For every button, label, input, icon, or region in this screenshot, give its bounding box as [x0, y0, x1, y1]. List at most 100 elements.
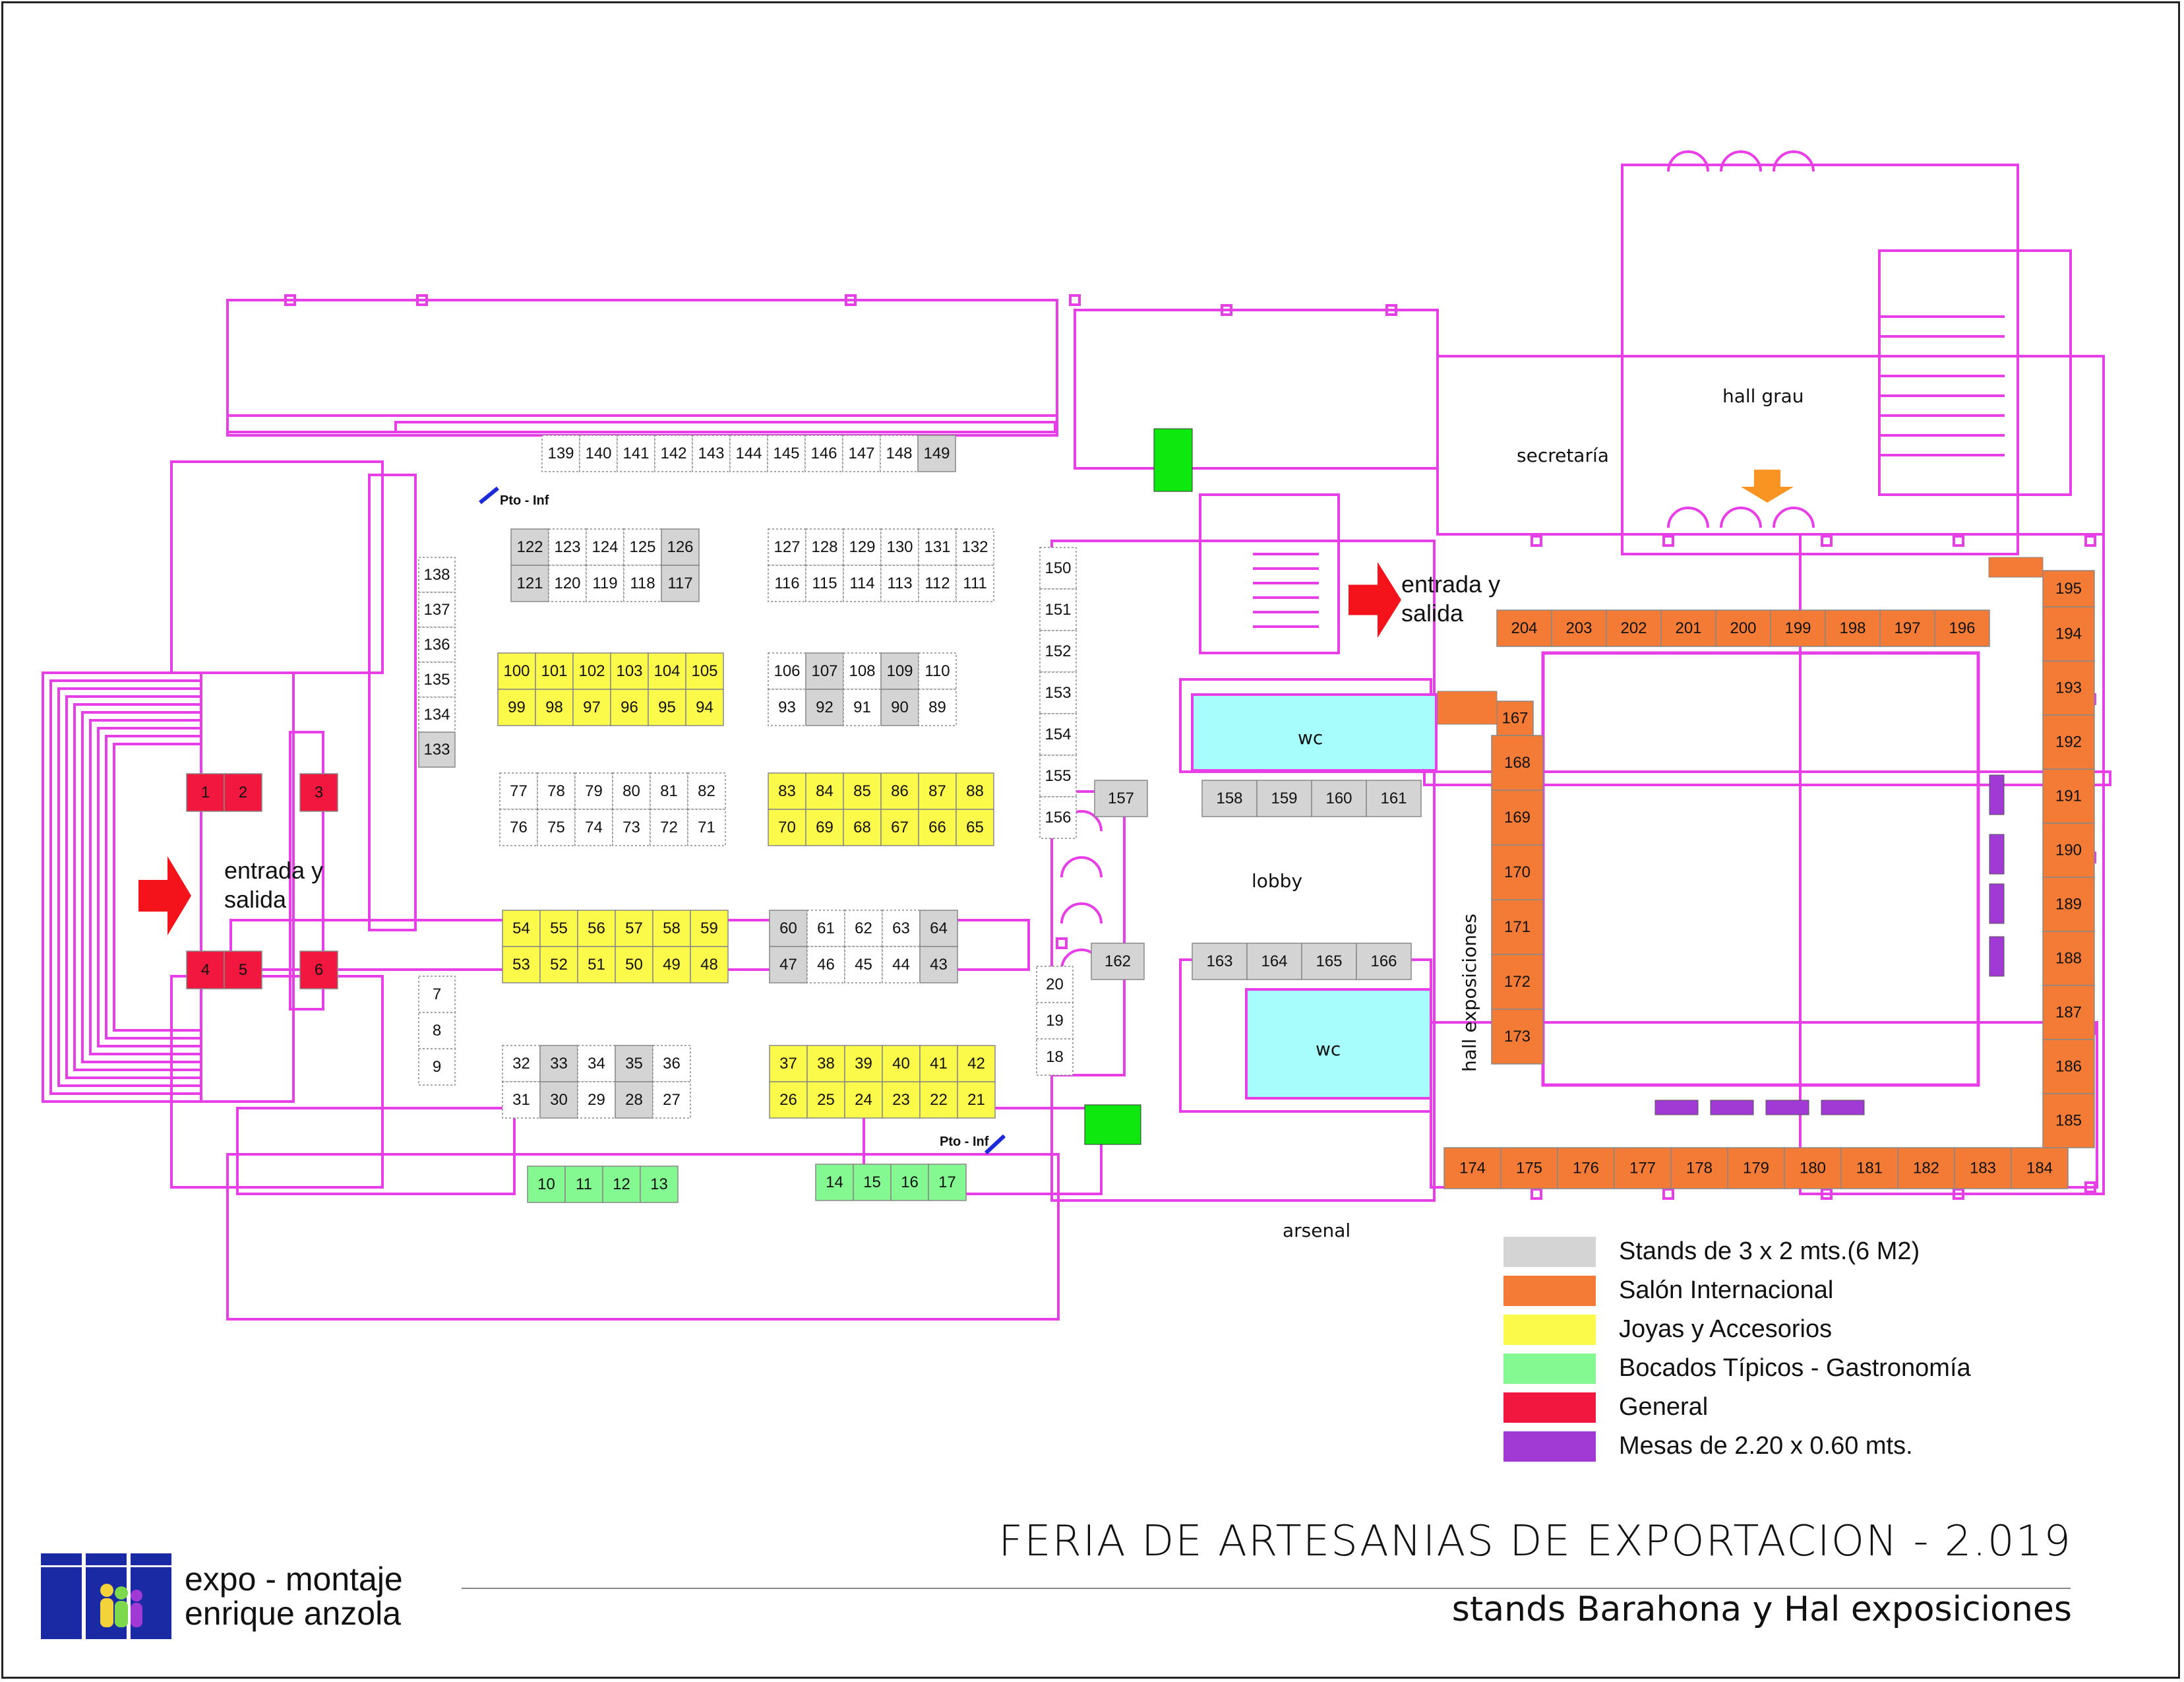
logo-line-2: enrique anzola: [185, 1595, 402, 1632]
stand-133: 133: [418, 732, 456, 768]
stand-156: 156: [1039, 796, 1077, 839]
stand-88: 88: [956, 772, 994, 810]
stand-124: 124: [586, 528, 624, 566]
stand-103: 103: [610, 652, 649, 690]
stand-number: 159: [1271, 790, 1297, 807]
stand-139: 139: [541, 435, 580, 472]
table-mesa: [1765, 1100, 1809, 1115]
stand-49: 49: [652, 946, 691, 983]
stand-number: 17: [938, 1173, 956, 1191]
table-mesa: [1989, 883, 2005, 924]
stand-number: 165: [1316, 952, 1342, 970]
stand-number: 86: [891, 782, 909, 800]
stand-number: 49: [663, 956, 681, 974]
stand-106: 106: [768, 652, 806, 690]
stand-number: 158: [1216, 790, 1242, 807]
stand-77: 77: [499, 772, 538, 810]
stand-90: 90: [880, 689, 919, 726]
stand-159: 159: [1256, 780, 1312, 817]
hall-exposiciones-court: [1541, 651, 1980, 1087]
stand-number: 112: [925, 575, 950, 592]
stand-24: 24: [844, 1081, 883, 1119]
stand-number: 180: [1800, 1159, 1826, 1177]
stand-23: 23: [882, 1081, 921, 1119]
stand-22: 22: [919, 1081, 958, 1119]
stand-number: 150: [1045, 559, 1071, 577]
stand-number: 100: [503, 662, 530, 680]
entrance-arrow-hall-icon: [1741, 470, 1794, 503]
stand-165: 165: [1301, 943, 1357, 980]
stand-161: 161: [1366, 780, 1422, 817]
stand-number: 9: [433, 1058, 441, 1076]
stand-91: 91: [843, 689, 882, 726]
stand-12: 12: [602, 1166, 641, 1203]
stand-number: 149: [923, 445, 950, 462]
stand-184: 184: [2011, 1147, 2069, 1189]
stand-number: 161: [1380, 790, 1407, 807]
stand-number: 59: [700, 919, 718, 937]
stand-number: 107: [811, 662, 837, 680]
stand-38: 38: [806, 1045, 845, 1082]
stand-122: 122: [510, 528, 549, 566]
stand-number: 34: [588, 1055, 605, 1073]
stand-114: 114: [843, 565, 882, 602]
stand-101: 101: [535, 652, 574, 690]
stand-number: 44: [892, 956, 910, 974]
stand-number: 12: [613, 1175, 630, 1193]
stand-number: 195: [2055, 580, 2082, 598]
stand-number: 189: [2055, 895, 2082, 913]
stand-number: 122: [516, 538, 543, 556]
stand-number: 126: [667, 538, 693, 556]
stand-number: 148: [886, 445, 912, 462]
map-subtitle: stands Barahona y Hal exposiciones: [1451, 1590, 2072, 1629]
stand-number: 79: [585, 782, 603, 800]
stand-80: 80: [612, 772, 651, 810]
stand-number: 178: [1686, 1159, 1713, 1177]
room-label-hall-grau: hall grau: [1722, 385, 1804, 407]
stand-67: 67: [880, 809, 919, 846]
stand-148: 148: [880, 435, 919, 472]
table-mesa: [1821, 1100, 1865, 1115]
stand-number: 58: [663, 919, 681, 937]
stand-40: 40: [882, 1045, 921, 1082]
stand-32: 32: [502, 1045, 541, 1082]
stand-number: 8: [433, 1022, 441, 1040]
stand-number: 197: [1894, 619, 1920, 637]
stand-186: 186: [2042, 1039, 2095, 1094]
stand-50: 50: [615, 946, 653, 983]
stand-188: 188: [2042, 931, 2095, 986]
stand-20: 20: [1036, 966, 1074, 1003]
stand-number: 139: [547, 445, 574, 462]
stand-144: 144: [729, 435, 768, 472]
stand-196: 196: [1934, 609, 1990, 647]
legend-item-purple: Mesas de 2.20 x 0.60 mts.: [1503, 1427, 1971, 1466]
stand-37: 37: [769, 1045, 808, 1082]
legend-item-red: General: [1503, 1388, 1971, 1427]
stand-83: 83: [768, 772, 806, 810]
stand-27: 27: [652, 1081, 691, 1119]
stand-109: 109: [880, 652, 919, 690]
walls: [42, 150, 2111, 1321]
stand-number: 118: [630, 575, 655, 592]
stand-146: 146: [804, 435, 843, 472]
stand-46: 46: [806, 946, 845, 983]
stand-number: 200: [1730, 619, 1756, 637]
table-mesa: [1710, 1100, 1754, 1115]
stand-number: 155: [1045, 767, 1071, 785]
stand-number: 188: [2055, 949, 2082, 967]
stand-164: 164: [1246, 943, 1302, 980]
table-mesa: [1989, 774, 2005, 815]
stand-6: 6: [299, 950, 338, 989]
stand-number: 202: [1620, 619, 1647, 637]
stand-number: 186: [2055, 1057, 2082, 1075]
stand-number: 78: [547, 782, 565, 800]
stand-number: 46: [817, 956, 835, 974]
stand-number: 26: [779, 1091, 797, 1109]
table-mesa: [1654, 1100, 1699, 1115]
stand-75: 75: [537, 809, 576, 846]
stand-135: 135: [418, 662, 456, 698]
stand-179: 179: [1727, 1147, 1785, 1189]
stand-105: 105: [685, 652, 724, 690]
stand-number: 16: [901, 1173, 919, 1191]
